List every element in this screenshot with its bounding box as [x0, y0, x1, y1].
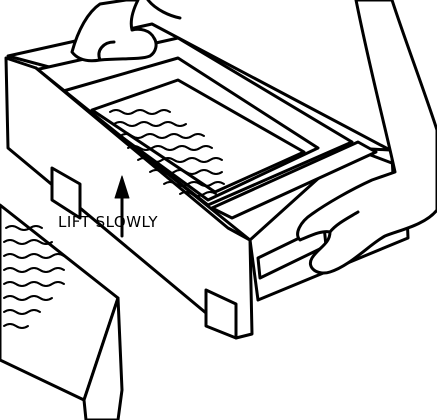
- drawer-foot: [204, 288, 238, 340]
- lift-slowly-label: LIFT SLOWLY: [58, 213, 159, 231]
- left-hand: [70, 0, 182, 63]
- drawer-front-edge: [34, 66, 252, 242]
- lower-drawer: [0, 203, 124, 420]
- drawer-tray-floor: [90, 78, 306, 194]
- drawer-divider: [210, 140, 378, 220]
- lower-drawer-texture: [3, 225, 65, 329]
- drawer-left-bracket: [50, 166, 82, 220]
- upward-arrow-icon: [114, 175, 130, 238]
- right-hand: [296, 0, 437, 275]
- lower-drawer-front: [82, 296, 124, 420]
- drawer-floor-texture: [109, 109, 225, 197]
